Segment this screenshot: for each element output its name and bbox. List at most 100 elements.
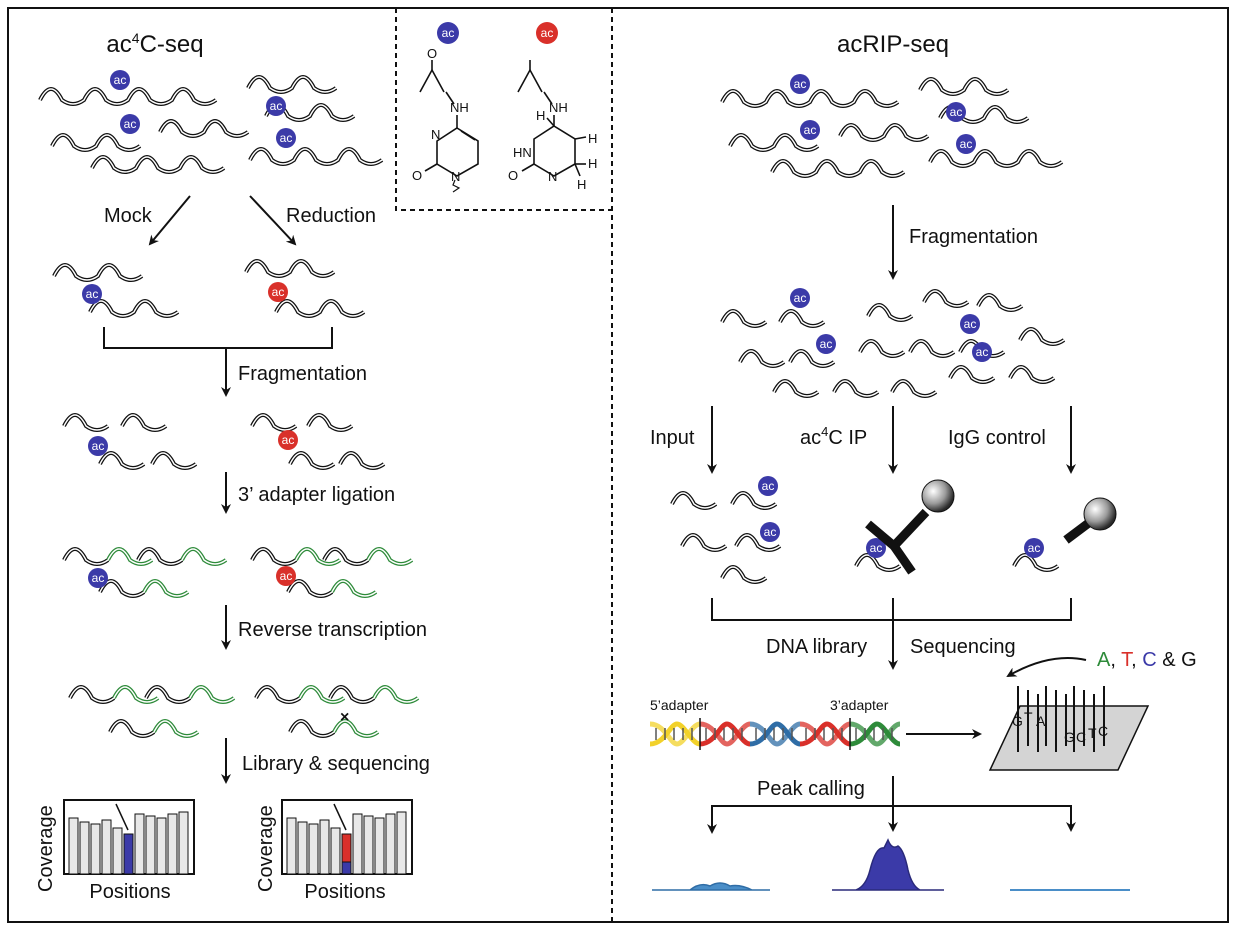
svg-text:O: O: [508, 168, 518, 183]
igg-antibody: [1063, 497, 1117, 544]
rna-strand: [144, 685, 192, 704]
svg-text:ac: ac: [764, 525, 777, 539]
rna-strand: [246, 75, 338, 94]
rna-strand: [770, 159, 906, 178]
rna-strand: [112, 685, 160, 704]
ac-badge: ac: [946, 102, 966, 122]
dna-helix: [649, 718, 901, 750]
rna-strand: [778, 309, 826, 328]
svg-text:ac: ac: [964, 317, 977, 331]
rna-strand: [680, 533, 728, 552]
right-fragments: ac ac ac ac ac ac ac ac: [670, 288, 1066, 584]
svg-text:H: H: [536, 108, 545, 123]
ac4c-structure: [419, 60, 479, 193]
rna-strand: [98, 579, 146, 598]
svg-text:×: ×: [340, 709, 349, 726]
rna-strand: [720, 565, 768, 584]
rna-strand: [330, 579, 378, 598]
svg-text:ac: ac: [794, 291, 807, 305]
rna-strand: [62, 547, 110, 566]
ac-badge: ac: [110, 70, 130, 90]
ac-badge: ac: [790, 288, 810, 308]
adapter5-label: 5’adapter: [650, 697, 709, 713]
adapter-ligation-label: 3’ adapter ligation: [238, 484, 395, 506]
svg-text:ac: ac: [820, 337, 833, 351]
ac-badge: ac: [800, 120, 820, 140]
rna-strand: [120, 413, 168, 432]
library-sequencing-label: Library & sequencing: [242, 753, 430, 775]
svg-text:ac: ac: [870, 541, 883, 555]
ac-badge: ac: [88, 436, 108, 456]
svg-text:N: N: [548, 169, 557, 184]
rna-strand: [866, 303, 914, 322]
reduced-ac4c-structure: [517, 60, 587, 177]
svg-text:C: C: [1098, 723, 1108, 739]
rna-strand: [858, 339, 906, 358]
dna-library-label: DNA library: [766, 636, 867, 658]
rna-strand: [142, 579, 190, 598]
reduction-label: Reduction: [286, 205, 376, 227]
rna-strand: [250, 547, 298, 566]
svg-text:ac: ac: [1028, 541, 1041, 555]
rna-strand: [928, 149, 1064, 168]
outer-frame: [7, 7, 1229, 923]
rna-strand: [720, 89, 900, 108]
svg-text:H: H: [588, 156, 597, 171]
reverse-transcription-label: Reverse transcription: [238, 619, 427, 641]
svg-text:G: G: [1064, 729, 1075, 745]
rna-strand: [106, 547, 154, 566]
svg-text:ac: ac: [762, 479, 775, 493]
reduction-arrow: [249, 195, 297, 246]
rna-strand: [62, 413, 110, 432]
rna-strand: [274, 299, 366, 318]
rna-strand: [922, 289, 970, 308]
ac-badge: ac: [276, 128, 296, 148]
svg-text:ac: ac: [114, 73, 127, 87]
svg-text:ac: ac: [86, 287, 99, 301]
rna-strand: [244, 259, 336, 278]
svg-text:H: H: [588, 131, 597, 146]
svg-text:ac: ac: [541, 26, 554, 40]
mock-arrow: [148, 195, 191, 246]
svg-text:ac: ac: [976, 345, 989, 359]
svg-text:C: C: [1076, 729, 1086, 745]
rna-strand: [728, 133, 820, 152]
rna-strand: [98, 451, 146, 470]
svg-text:NH: NH: [549, 100, 568, 115]
svg-text:N: N: [451, 169, 460, 184]
rna-strand: [298, 685, 346, 704]
ac-badge: ac: [278, 430, 298, 450]
peak-bracket: [711, 805, 1076, 832]
rna-strand: [854, 553, 902, 572]
rna-strand: [328, 685, 376, 704]
ac-badge: ac: [268, 282, 288, 302]
fragmentation-label-right: Fragmentation: [909, 226, 1038, 248]
svg-text:ac: ac: [280, 569, 293, 583]
svg-text:ac: ac: [272, 285, 285, 299]
svg-text:ac: ac: [92, 439, 105, 453]
rna-strand: [788, 349, 836, 368]
svg-text:H: H: [577, 177, 586, 192]
rna-strand: [52, 263, 144, 282]
structure-inset-box: [395, 8, 612, 211]
svg-text:T: T: [1024, 709, 1033, 725]
svg-text:A: A: [1036, 713, 1046, 729]
rna-strand: [332, 719, 380, 738]
merge-bracket-1: [103, 327, 333, 349]
rna-strand: [288, 451, 336, 470]
peak-input: [652, 882, 770, 891]
ac-badge: ac: [972, 342, 992, 362]
rna-strand: [108, 719, 156, 738]
rna-strand: [254, 685, 302, 704]
structure-inset: ac ac O NH N N O: [412, 22, 597, 193]
rna-strand: [288, 719, 336, 738]
rna-strand: [1018, 327, 1066, 346]
svg-text:NH: NH: [450, 100, 469, 115]
rna-strand: [890, 379, 938, 398]
rna-strand: [50, 133, 142, 152]
rna-strand: [832, 379, 880, 398]
svg-text:ac: ac: [124, 117, 137, 131]
